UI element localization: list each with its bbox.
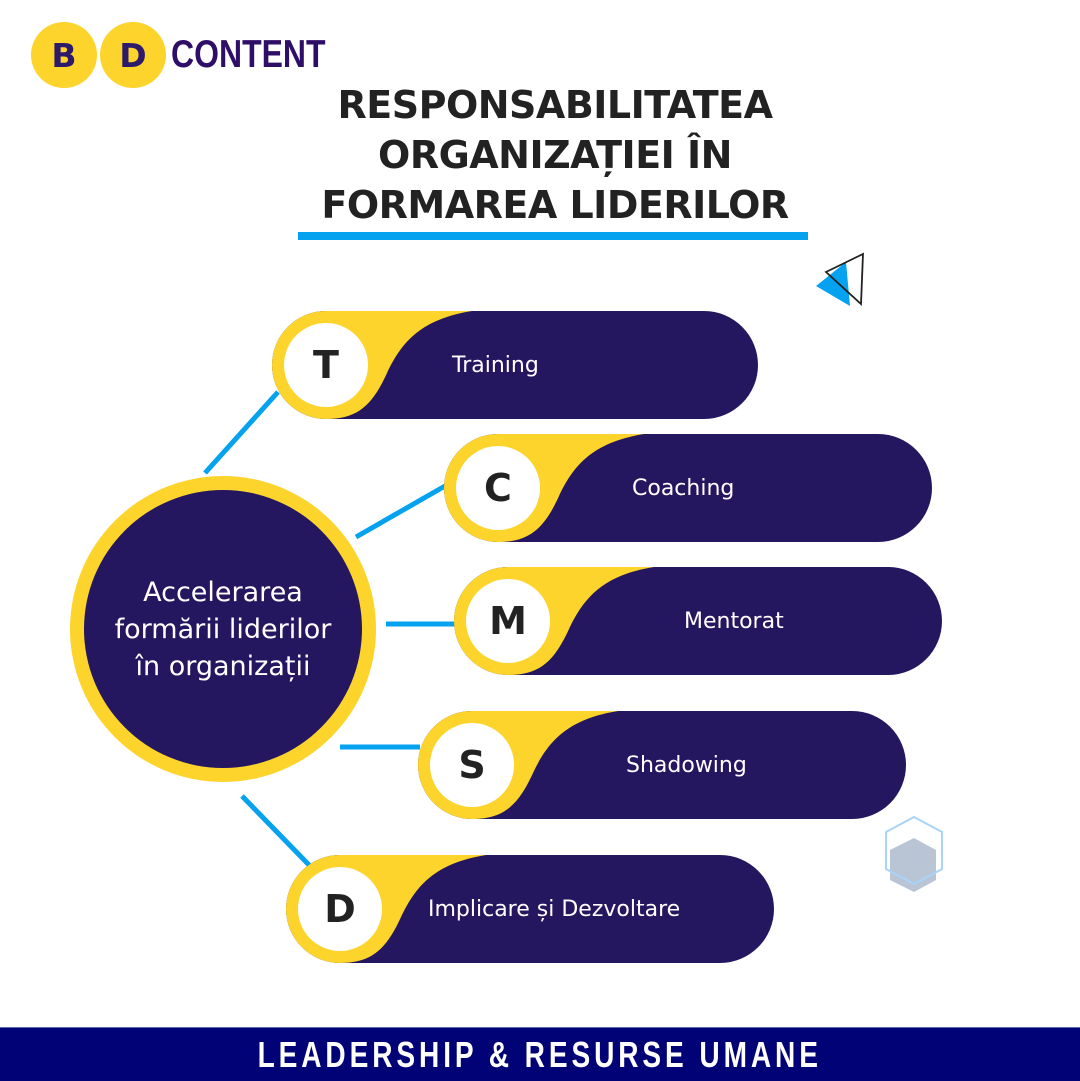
item-label: Coaching [632, 475, 735, 501]
list-item-mentorat: M Mentorat [454, 567, 942, 675]
letter-badge-d: D [298, 867, 382, 951]
title-line-3: FORMAREA LIDERILOR [321, 183, 789, 227]
letter-badge-c: C [456, 446, 540, 530]
logo-text: CONTENT [171, 33, 326, 76]
letter-badge-m: M [466, 579, 550, 663]
title-line-1: RESPONSABILITATEA [337, 83, 774, 127]
triangle-icon [816, 252, 864, 306]
hub-circle: Accelerarea formării liderilor în organi… [70, 476, 376, 782]
list-item-shadowing: S Shadowing [418, 711, 906, 819]
logo-letter-b: B [31, 22, 97, 88]
title-underline [298, 232, 808, 240]
hexagon-icon [885, 815, 943, 892]
list-item-training: T Training [272, 311, 758, 419]
list-item-implicare-si-dezvoltare: D Implicare și Dezvoltare [286, 855, 774, 963]
title-line-2: ORGANIZAȚIEI ÎN [378, 133, 732, 177]
item-label: Mentorat [684, 608, 784, 634]
logo-letter-d: D [100, 22, 166, 88]
footer-text: LEADERSHIP & RESURSE UMANE [257, 1033, 823, 1075]
list-item-coaching: C Coaching [444, 434, 932, 542]
item-label: Implicare și Dezvoltare [428, 896, 681, 922]
item-label: Training [452, 352, 539, 378]
hub-text: Accelerarea formării liderilor în organi… [114, 576, 332, 682]
letter-badge-s: S [430, 723, 514, 807]
page-title: RESPONSABILITATEA ORGANIZAȚIEI ÎN FORMAR… [230, 80, 880, 230]
item-label: Shadowing [626, 752, 747, 778]
letter-badge-t: T [284, 323, 368, 407]
footer-banner: LEADERSHIP & RESURSE UMANE [0, 1027, 1080, 1081]
